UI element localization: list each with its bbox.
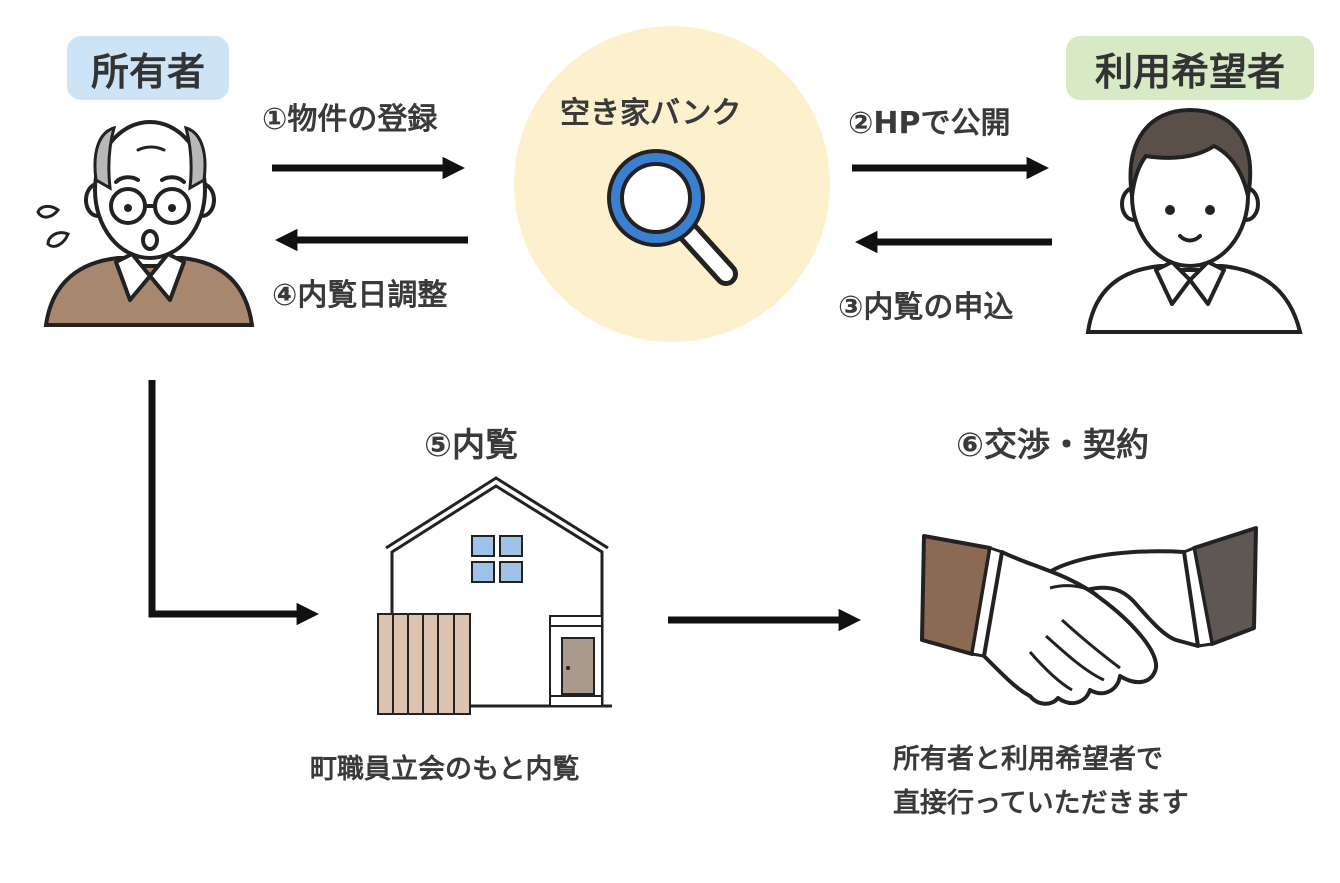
user-illustration — [1085, 107, 1303, 334]
user-label: 利用希望者 — [1094, 49, 1285, 94]
step1-label: ①物件の登録 — [262, 102, 438, 137]
owner-label: 所有者 — [90, 49, 205, 94]
contract-note-line1: 所有者と利用希望者で — [893, 744, 1163, 775]
step5-label: ⑤内覧 — [424, 425, 518, 464]
contract-note-line2: 直接行っていただきます — [893, 788, 1189, 819]
owner-tag: 所有者 — [67, 36, 229, 100]
step3-label: ③内覧の申込 — [838, 290, 1014, 325]
step6-label: ⑥交渉・契約 — [956, 425, 1149, 464]
handshake-icon — [920, 526, 1258, 706]
bank-label: 空き家バンク — [560, 96, 742, 131]
arrow-owner-to-viewing — [148, 380, 319, 626]
step4-label: ④内覧日調整 — [272, 278, 448, 313]
house-icon — [377, 476, 612, 715]
user-tag: 利用希望者 — [1066, 36, 1314, 100]
viewing-note: 町職員立会のもと内覧 — [310, 754, 580, 785]
step2-label: ②HPで公開 — [848, 106, 1011, 141]
magnifier-icon — [607, 149, 738, 286]
owner-illustration — [36, 120, 255, 327]
